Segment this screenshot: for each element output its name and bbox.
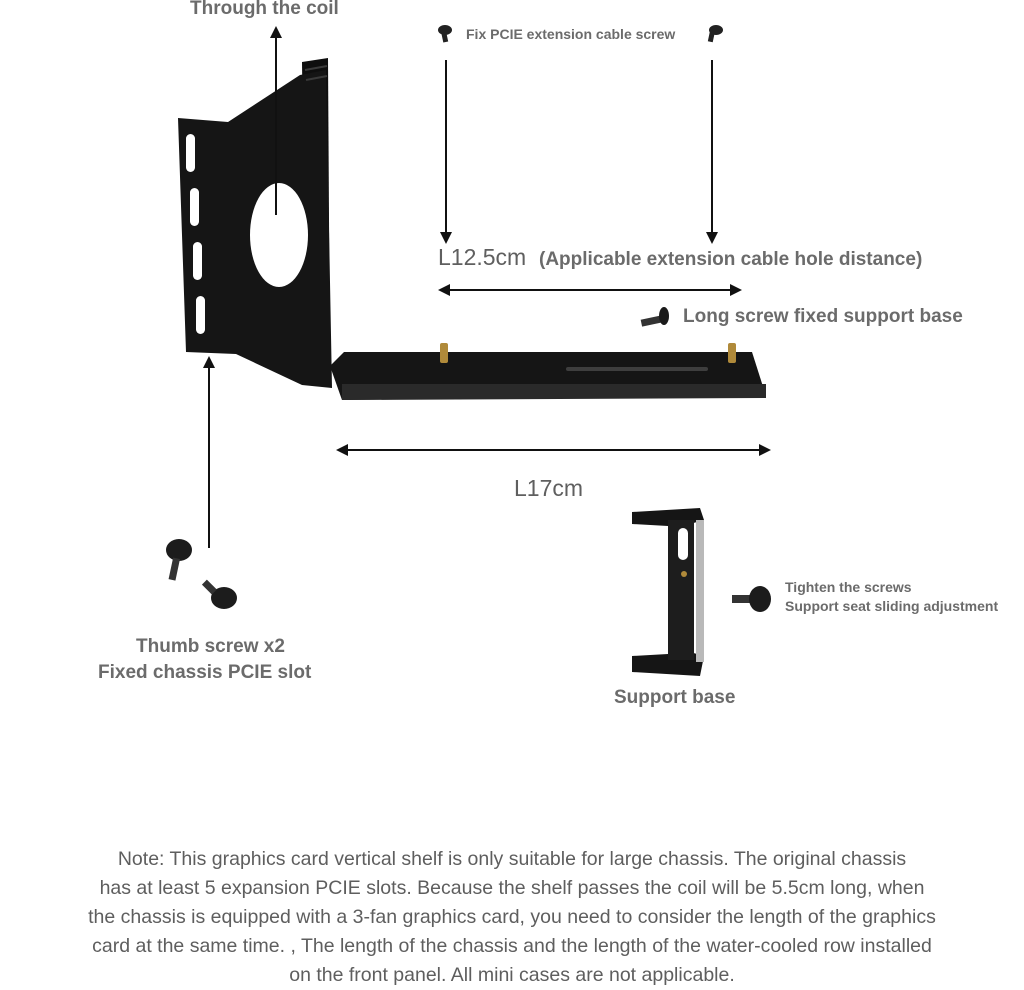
label-sliding-adjustment: Support seat sliding adjustment <box>785 598 999 614</box>
dimension-arrows <box>203 26 771 548</box>
adjustment-screw-icon <box>732 586 771 612</box>
pcie-screw-icon-left <box>438 25 452 43</box>
note-line: Note: This graphics card vertical shelf … <box>117 848 907 870</box>
label-fix-pcie-screw: Fix PCIE extension cable screw <box>466 26 676 42</box>
note-line: card at the same time. , The length of t… <box>92 935 932 957</box>
label-tighten-screws: Tighten the screws <box>785 579 912 595</box>
long-screw-icon <box>640 307 669 327</box>
vertical-bracket <box>178 58 332 388</box>
note-paragraph: Note: This graphics card vertical shelf … <box>0 845 1024 990</box>
base-plate <box>330 343 766 400</box>
label-l12: L12.5cm <box>438 244 527 270</box>
label-l17: L17cm <box>514 475 584 501</box>
note-line: the chassis is equipped with a 3-fan gra… <box>88 906 936 928</box>
note-line: has at least 5 expansion PCIE slots. Bec… <box>99 877 925 899</box>
note-line: on the front panel. All mini cases are n… <box>289 964 735 986</box>
label-long-screw: Long screw fixed support base <box>683 306 963 327</box>
label-hole-distance: (Applicable extension cable hole distanc… <box>539 249 923 270</box>
thumb-screw-icon <box>166 539 237 609</box>
label-fixed-chassis-slot: Fixed chassis PCIE slot <box>98 662 312 683</box>
pcie-screw-icon-right <box>707 25 723 43</box>
label-support-base: Support base <box>614 687 736 708</box>
label-through-coil: Through the coil <box>190 0 339 19</box>
support-base-icon <box>632 508 704 676</box>
label-thumb-screw: Thumb screw x2 <box>136 636 285 657</box>
